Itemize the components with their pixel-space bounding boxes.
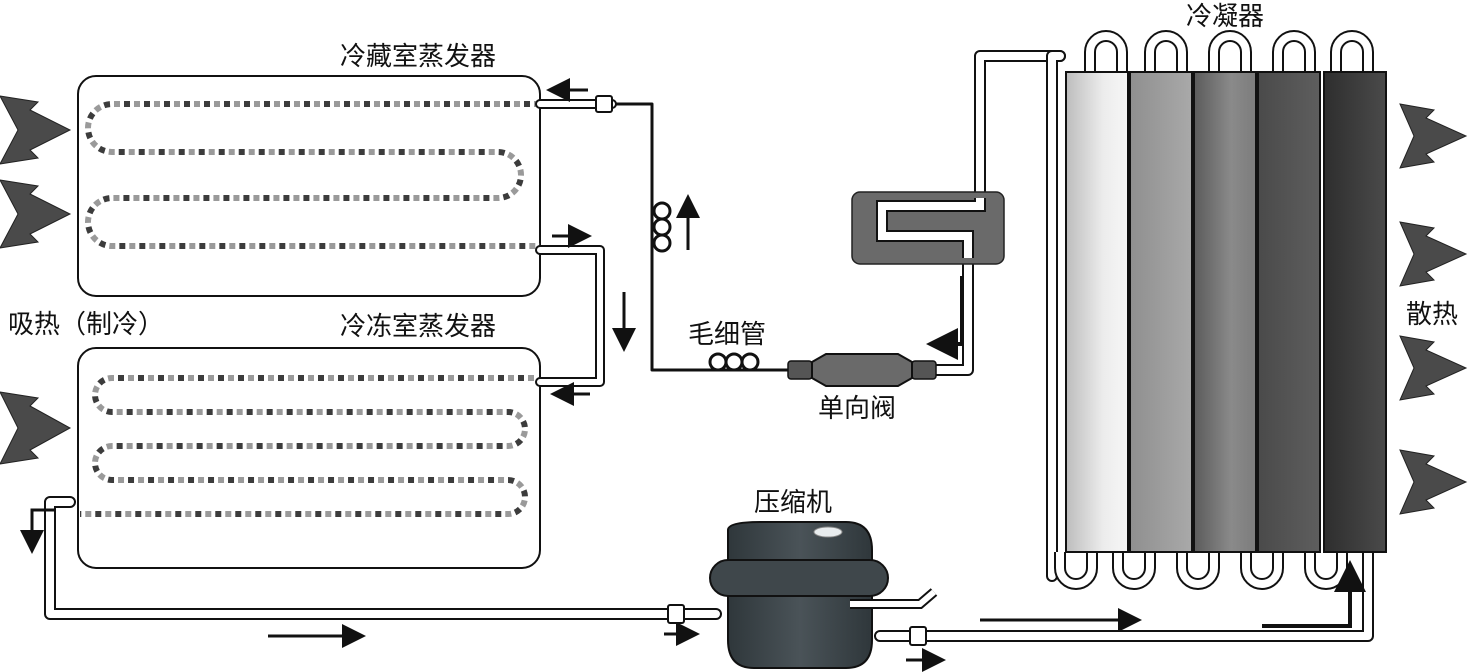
fittings: [595, 95, 927, 646]
fridge-evaporator-box: [77, 75, 541, 297]
condenser-tube: [1257, 71, 1321, 553]
compressor: [709, 521, 938, 669]
heat-arrow-icon: [1399, 221, 1468, 287]
condenser: [1054, 30, 1387, 590]
heat-arrow-icon: [1399, 335, 1468, 401]
fridge-evaporator-label: 冷藏室蒸发器: [340, 42, 497, 72]
condenser-tube: [1193, 71, 1257, 553]
heat-arrow-icon: [1399, 103, 1468, 169]
heat-arrow-icon: [1399, 449, 1468, 515]
flow-arrows: [20, 78, 1366, 672]
check-valve-label: 单向阀: [818, 394, 897, 424]
heat-absorb-arrows: [0, 95, 72, 465]
heat-arrow-icon: [0, 95, 72, 165]
heat-arrow-icon: [0, 391, 72, 465]
condenser-tube: [1323, 71, 1387, 553]
freezer-evaporator-coil: [80, 375, 534, 517]
freezer-evaporator-label: 冷冻室蒸发器: [340, 312, 497, 342]
heat-release-arrows: [1399, 103, 1468, 515]
condenser-label: 冷凝器: [1186, 2, 1265, 32]
compressor-label: 压缩机: [754, 488, 833, 518]
capillary-label: 毛细管: [688, 320, 767, 350]
check-valve: [787, 353, 937, 387]
fridge-evaporator-coil: [85, 101, 540, 249]
condenser-tube: [1065, 71, 1129, 553]
capillary-coil-icon: [652, 201, 760, 372]
heat-arrow-icon: [0, 179, 72, 249]
condenser-tube: [1129, 71, 1193, 553]
heat-release-label: 散热: [1406, 300, 1459, 330]
heat-absorb-label: 吸热（制冷）: [8, 310, 165, 340]
